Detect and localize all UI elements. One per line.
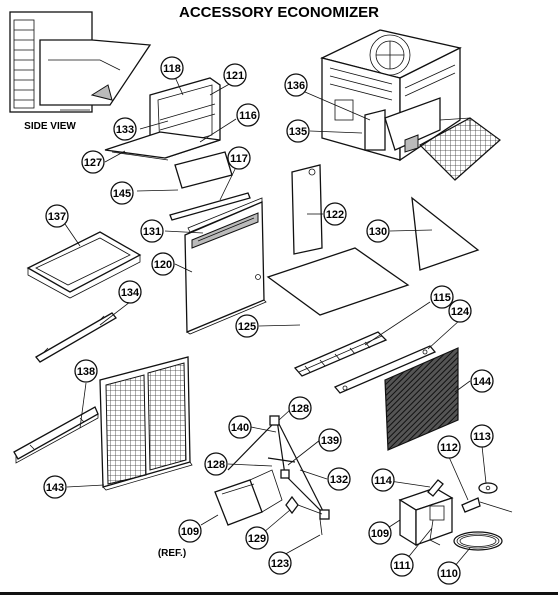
panel-130 — [411, 196, 480, 271]
svg-text:120: 120 — [154, 259, 172, 271]
callout-113: 113 — [470, 424, 494, 448]
sheet-125 — [266, 247, 410, 316]
svg-text:132: 132 — [330, 474, 348, 486]
rooftop-unit — [320, 29, 501, 181]
svg-text:114: 114 — [374, 475, 393, 487]
callout-137: 137 — [45, 204, 69, 228]
callout-140: 140 — [228, 415, 252, 439]
callout-112: 112 — [437, 435, 461, 459]
svg-text:109: 109 — [371, 528, 389, 540]
damper-115 — [293, 331, 388, 377]
svg-text:128: 128 — [207, 459, 225, 471]
svg-text:144: 144 — [473, 376, 492, 388]
callout-138: 138 — [74, 359, 98, 383]
svg-text:125: 125 — [238, 321, 256, 333]
svg-text:121: 121 — [226, 70, 244, 82]
svg-text:124: 124 — [451, 306, 470, 318]
svg-text:134: 134 — [121, 287, 140, 299]
rail-124 — [333, 345, 437, 394]
hood-panel-120 — [184, 197, 267, 335]
side-view-illustration — [9, 11, 152, 113]
callout-143: 143 — [43, 475, 67, 499]
callout-114: 114 — [371, 468, 395, 492]
svg-text:129: 129 — [248, 533, 266, 545]
callout-134: 134 — [118, 280, 142, 304]
callout-115: 115 — [430, 285, 454, 309]
linkage-assembly — [227, 415, 330, 536]
callout-135: 135 — [286, 119, 310, 143]
callout-111: 111 — [390, 553, 414, 577]
sensor-112 — [461, 497, 481, 513]
filter-143 — [99, 356, 193, 491]
svg-text:143: 143 — [46, 482, 64, 494]
svg-text:135: 135 — [289, 126, 307, 138]
svg-text:116: 116 — [239, 110, 257, 122]
svg-text:117: 117 — [230, 153, 248, 165]
callout-109-ref: 109 — [178, 519, 202, 543]
callout-116: 116 — [236, 103, 260, 127]
ref-label: (REF.) — [158, 548, 186, 559]
strip-134 — [35, 312, 117, 363]
screen-144 — [384, 347, 459, 451]
callout-133: 133 — [113, 117, 137, 141]
panel-122 — [291, 164, 323, 255]
svg-text:110: 110 — [440, 568, 458, 580]
callout-129: 129 — [245, 526, 269, 550]
svg-text:133: 133 — [116, 124, 134, 136]
svg-text:122: 122 — [326, 209, 344, 221]
svg-text:137: 137 — [48, 211, 66, 223]
svg-text:115: 115 — [433, 292, 451, 304]
sensor-114 — [427, 479, 444, 497]
svg-text:131: 131 — [143, 226, 161, 238]
callout-136: 136 — [284, 73, 308, 97]
callout-117: 117 — [227, 146, 251, 170]
callout-110: 110 — [437, 561, 461, 585]
callout-118: 118 — [160, 56, 184, 80]
damper-blade-145 — [174, 151, 233, 189]
side-view-label: SIDE VIEW — [24, 121, 76, 132]
callout-128-lower: 128 — [204, 452, 228, 476]
callout-145: 145 — [110, 181, 134, 205]
svg-text:136: 136 — [287, 80, 305, 92]
bracket-117 — [169, 192, 251, 221]
bracket-113 — [478, 482, 498, 494]
callout-109: 109 — [368, 521, 392, 545]
callout-128-upper: 128 — [288, 396, 312, 420]
svg-text:145: 145 — [113, 188, 131, 200]
wire-harness-110 — [453, 531, 503, 551]
callout-139: 139 — [318, 428, 342, 452]
svg-text:118: 118 — [163, 63, 181, 75]
svg-text:123: 123 — [271, 558, 289, 570]
callout-121: 121 — [223, 63, 247, 87]
callout-130: 130 — [366, 219, 390, 243]
callout-131: 131 — [140, 219, 164, 243]
svg-text:113: 113 — [473, 431, 491, 443]
svg-text:139: 139 — [321, 435, 339, 447]
callout-124: 124 — [448, 299, 472, 323]
callout-132: 132 — [327, 467, 351, 491]
svg-text:128: 128 — [291, 403, 309, 415]
callout-125: 125 — [235, 314, 259, 338]
svg-text:112: 112 — [440, 442, 458, 454]
filter-tray-137 — [26, 231, 142, 299]
callout-122: 122 — [323, 202, 347, 226]
bottom-rule — [0, 592, 558, 595]
damper-assembly — [104, 77, 221, 161]
actuator-box-109 — [398, 487, 454, 547]
callout-127: 127 — [81, 150, 105, 174]
svg-text:138: 138 — [77, 366, 95, 378]
bracket-138 — [13, 406, 99, 464]
callout-144: 144 — [470, 369, 494, 393]
svg-text:111: 111 — [393, 560, 410, 572]
leader-lines — [64, 76, 487, 574]
svg-text:127: 127 — [84, 157, 102, 169]
actuator-109-ref — [214, 479, 263, 526]
svg-text:130: 130 — [369, 226, 387, 238]
diagram-title: ACCESSORY ECONOMIZER — [179, 4, 379, 21]
callout-120: 120 — [151, 252, 175, 276]
svg-text:109: 109 — [181, 526, 199, 538]
callout-123: 123 — [268, 551, 292, 575]
svg-text:140: 140 — [231, 422, 249, 434]
